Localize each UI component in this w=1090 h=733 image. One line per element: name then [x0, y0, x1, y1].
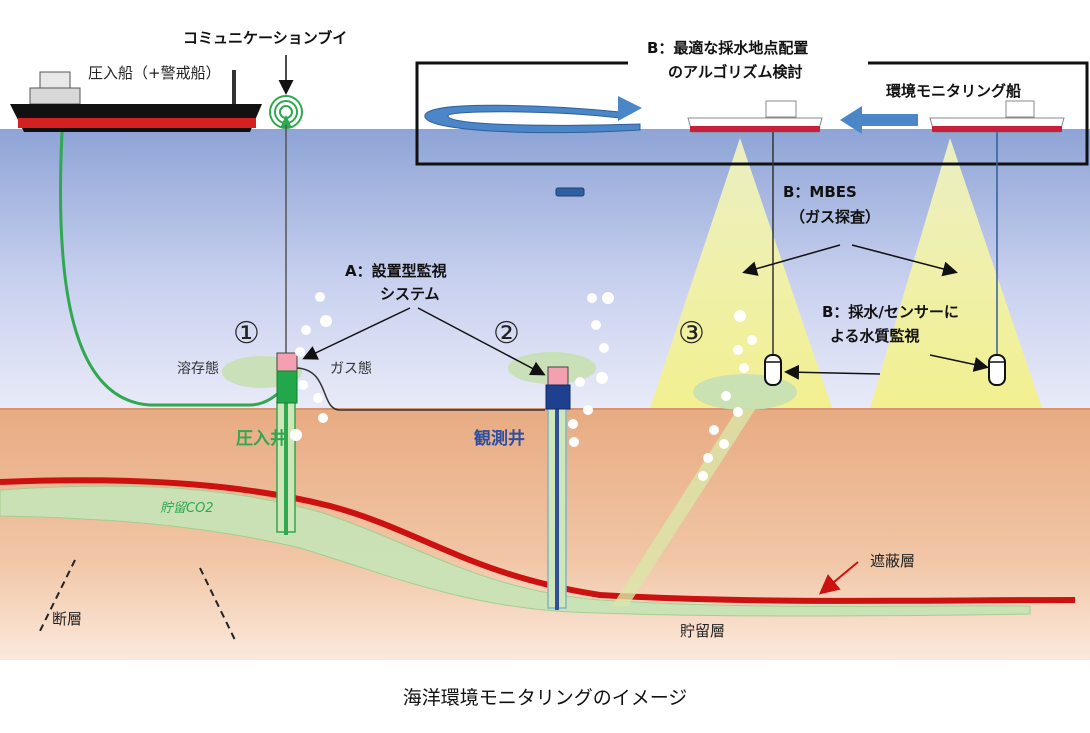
arrow-mbes-left [742, 244, 841, 276]
sensor-base-1 [276, 370, 298, 404]
location-number-3: ③ [678, 316, 705, 351]
antenna-icon [269, 95, 303, 129]
water-sampling-label-line1: B：採水/センサーに [822, 303, 959, 321]
injection-pipeline [58, 131, 287, 407]
mbes-label-line1: B：MBES [783, 183, 857, 201]
monitoring-ship-icon-1 [687, 100, 823, 133]
location-number-1: ① [233, 316, 260, 351]
sensor-base-2 [545, 384, 571, 410]
arrow-sampler-left [784, 364, 881, 380]
floating-marker [555, 187, 585, 197]
algorithm-label-line1: B：最適な採水地点配置 [647, 39, 808, 57]
seal-layer-label: 遮蔽層 [870, 552, 915, 570]
injection-ship-icon [10, 70, 262, 132]
route-arrow-icon [424, 96, 642, 134]
reservoir-layer [0, 485, 1031, 617]
sampler-icon-1 [764, 354, 782, 386]
bubble-icon-group [290, 292, 757, 481]
arrow-mbes-right [851, 244, 958, 277]
gas-label: ガス態 [330, 361, 372, 377]
dissolved-label: 溶存態 [177, 361, 219, 377]
arrow-fixed-to-sensor2 [417, 307, 546, 376]
algorithm-label-line2: のアルゴリズム検討 [668, 63, 803, 81]
fixed-system-label-line1: A：設置型監視 [345, 262, 447, 280]
arrow-fixed-to-sensor1 [302, 307, 411, 360]
monitoring-ship-icon-2 [929, 100, 1065, 133]
seal-layer-line [0, 477, 1076, 604]
location-number-2: ② [493, 316, 520, 351]
mbes-label-line2: （ガス探査） [790, 208, 880, 226]
seabed-sediment [0, 408, 1090, 660]
figure-caption: 海洋環境モニタリングのイメージ [402, 687, 688, 709]
sensor-icon-2 [547, 366, 569, 386]
comm-buoy-label: コミュニケーションブイ [183, 29, 347, 47]
injection-ship-label: 圧入船（+警戒船） [88, 64, 221, 82]
gas-sampling-tube [296, 367, 545, 411]
leak-pathway [612, 405, 758, 606]
reservoir-label: 貯留層 [680, 622, 725, 640]
water-sampling-label-line2: よる水質監視 [830, 327, 920, 345]
stored-co2-label: 貯留CO2 [160, 501, 214, 516]
observation-well-label: 観測井 [474, 428, 525, 449]
arrow-seal-layer [818, 561, 859, 595]
sampler-icon-2 [988, 354, 1006, 386]
injection-well-label: 圧入井 [236, 428, 287, 449]
ship-move-arrow-icon [840, 106, 918, 134]
fault-line-left [37, 559, 76, 636]
algorithm-title-gap [628, 56, 868, 70]
arrow-sampler-right [929, 354, 989, 372]
fault-line-right [199, 567, 236, 641]
sensor-icon-1 [276, 352, 298, 372]
monitoring-ship-label: 環境モニタリング船 [886, 82, 1021, 100]
mbes-beam-left [650, 138, 832, 408]
fixed-system-label-line2: システム [380, 285, 440, 303]
fault-label: 断層 [52, 610, 82, 628]
